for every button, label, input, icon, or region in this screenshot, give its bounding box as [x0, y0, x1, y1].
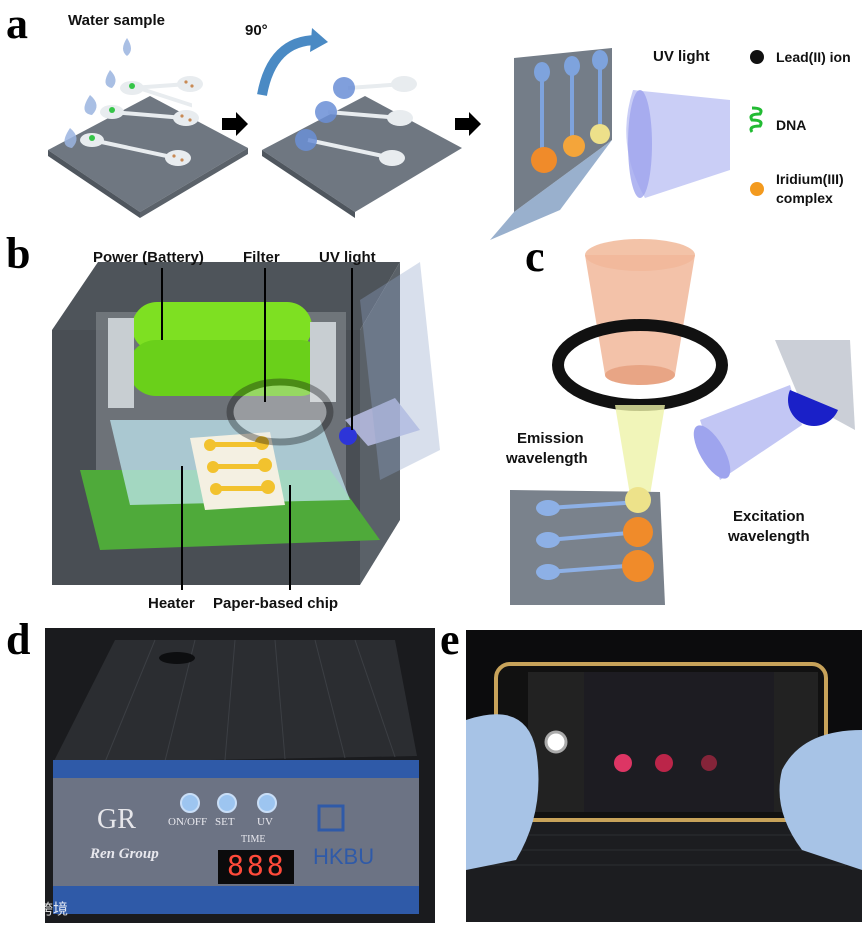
- panel-e-letter: e: [440, 618, 460, 662]
- emission-cone: [585, 255, 695, 375]
- excitation-label-2: wavelength: [728, 528, 810, 545]
- watermark: 大数跨境: [8, 898, 68, 919]
- hkbu-label: HKBU: [313, 844, 374, 870]
- emission-label-1: Emission: [517, 430, 584, 447]
- smartphone-photo: [466, 630, 862, 922]
- panel-d-letter: d: [6, 618, 30, 662]
- device-photo: ON/OFF SET UV TIME 888 GR Ren Group HKBU: [45, 628, 435, 923]
- button-label-set: SET: [215, 816, 235, 828]
- emission-label-2: wavelength: [506, 450, 588, 467]
- led-display: 888: [227, 849, 287, 882]
- gr-logo: GR: [97, 804, 136, 836]
- button-label-onoff: ON/OFF: [168, 816, 207, 828]
- button-label-uv: UV: [257, 816, 273, 828]
- ren-group-label: Ren Group: [90, 846, 159, 863]
- excitation-label-1: Excitation: [733, 508, 805, 525]
- time-label: TIME: [241, 834, 265, 845]
- red-luminescence-1: [614, 754, 632, 772]
- shutter-button: [546, 732, 566, 752]
